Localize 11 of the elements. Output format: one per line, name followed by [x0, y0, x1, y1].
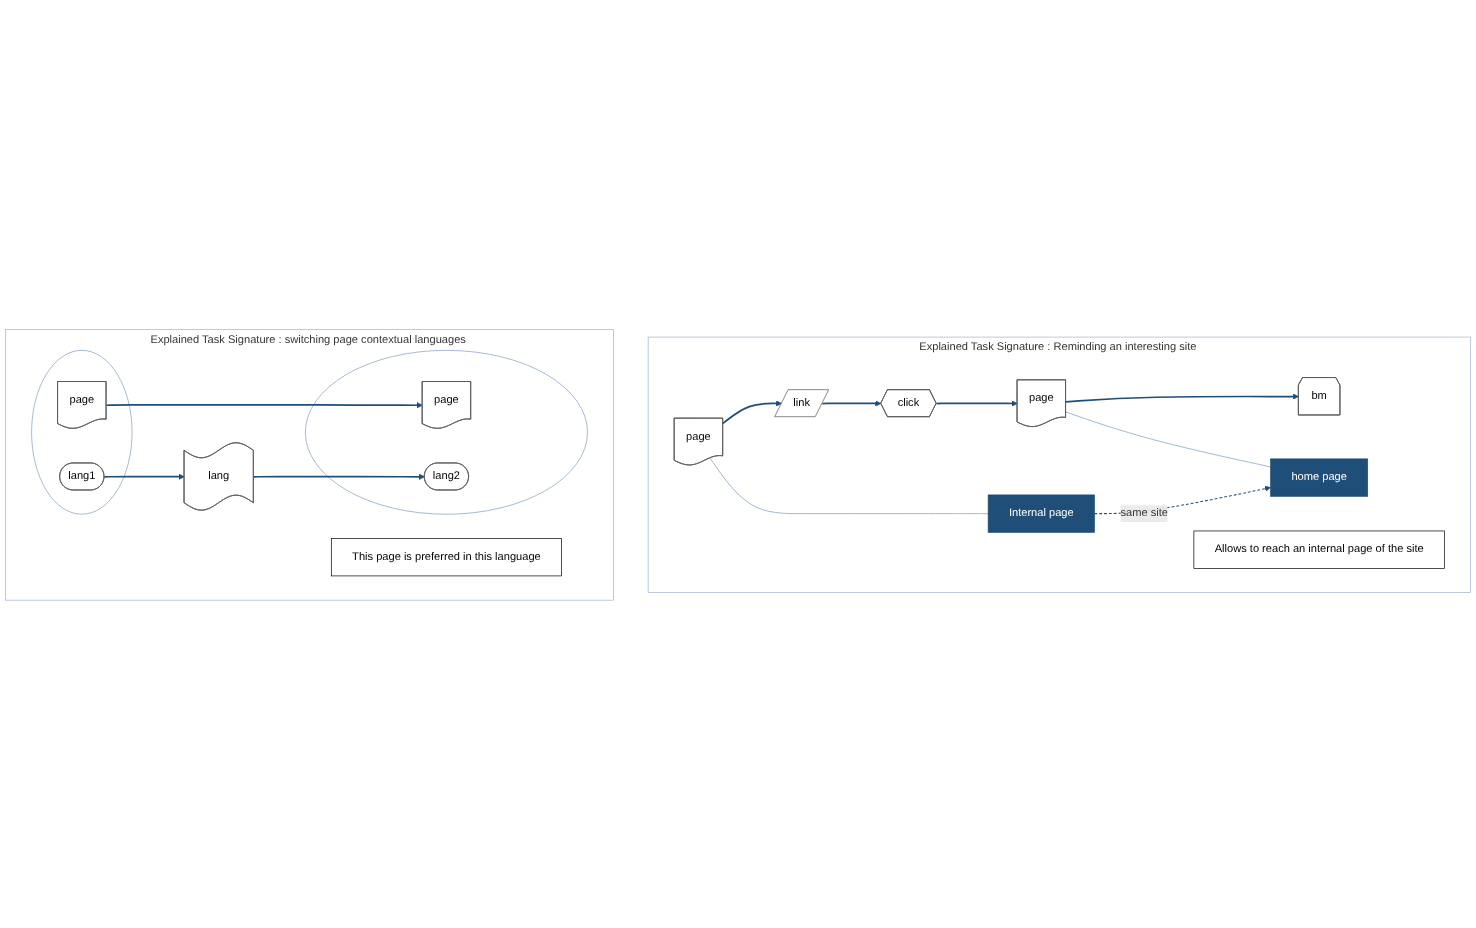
connector [1065, 410, 1272, 467]
arrow [821, 399, 882, 406]
cluster [305, 349, 588, 514]
arrow [935, 399, 1018, 406]
arrow [722, 399, 782, 424]
arrow [1065, 392, 1299, 402]
arrow [252, 472, 425, 479]
arrow [105, 401, 423, 408]
arrow [103, 472, 185, 479]
cluster [31, 349, 133, 514]
connector [709, 456, 989, 514]
